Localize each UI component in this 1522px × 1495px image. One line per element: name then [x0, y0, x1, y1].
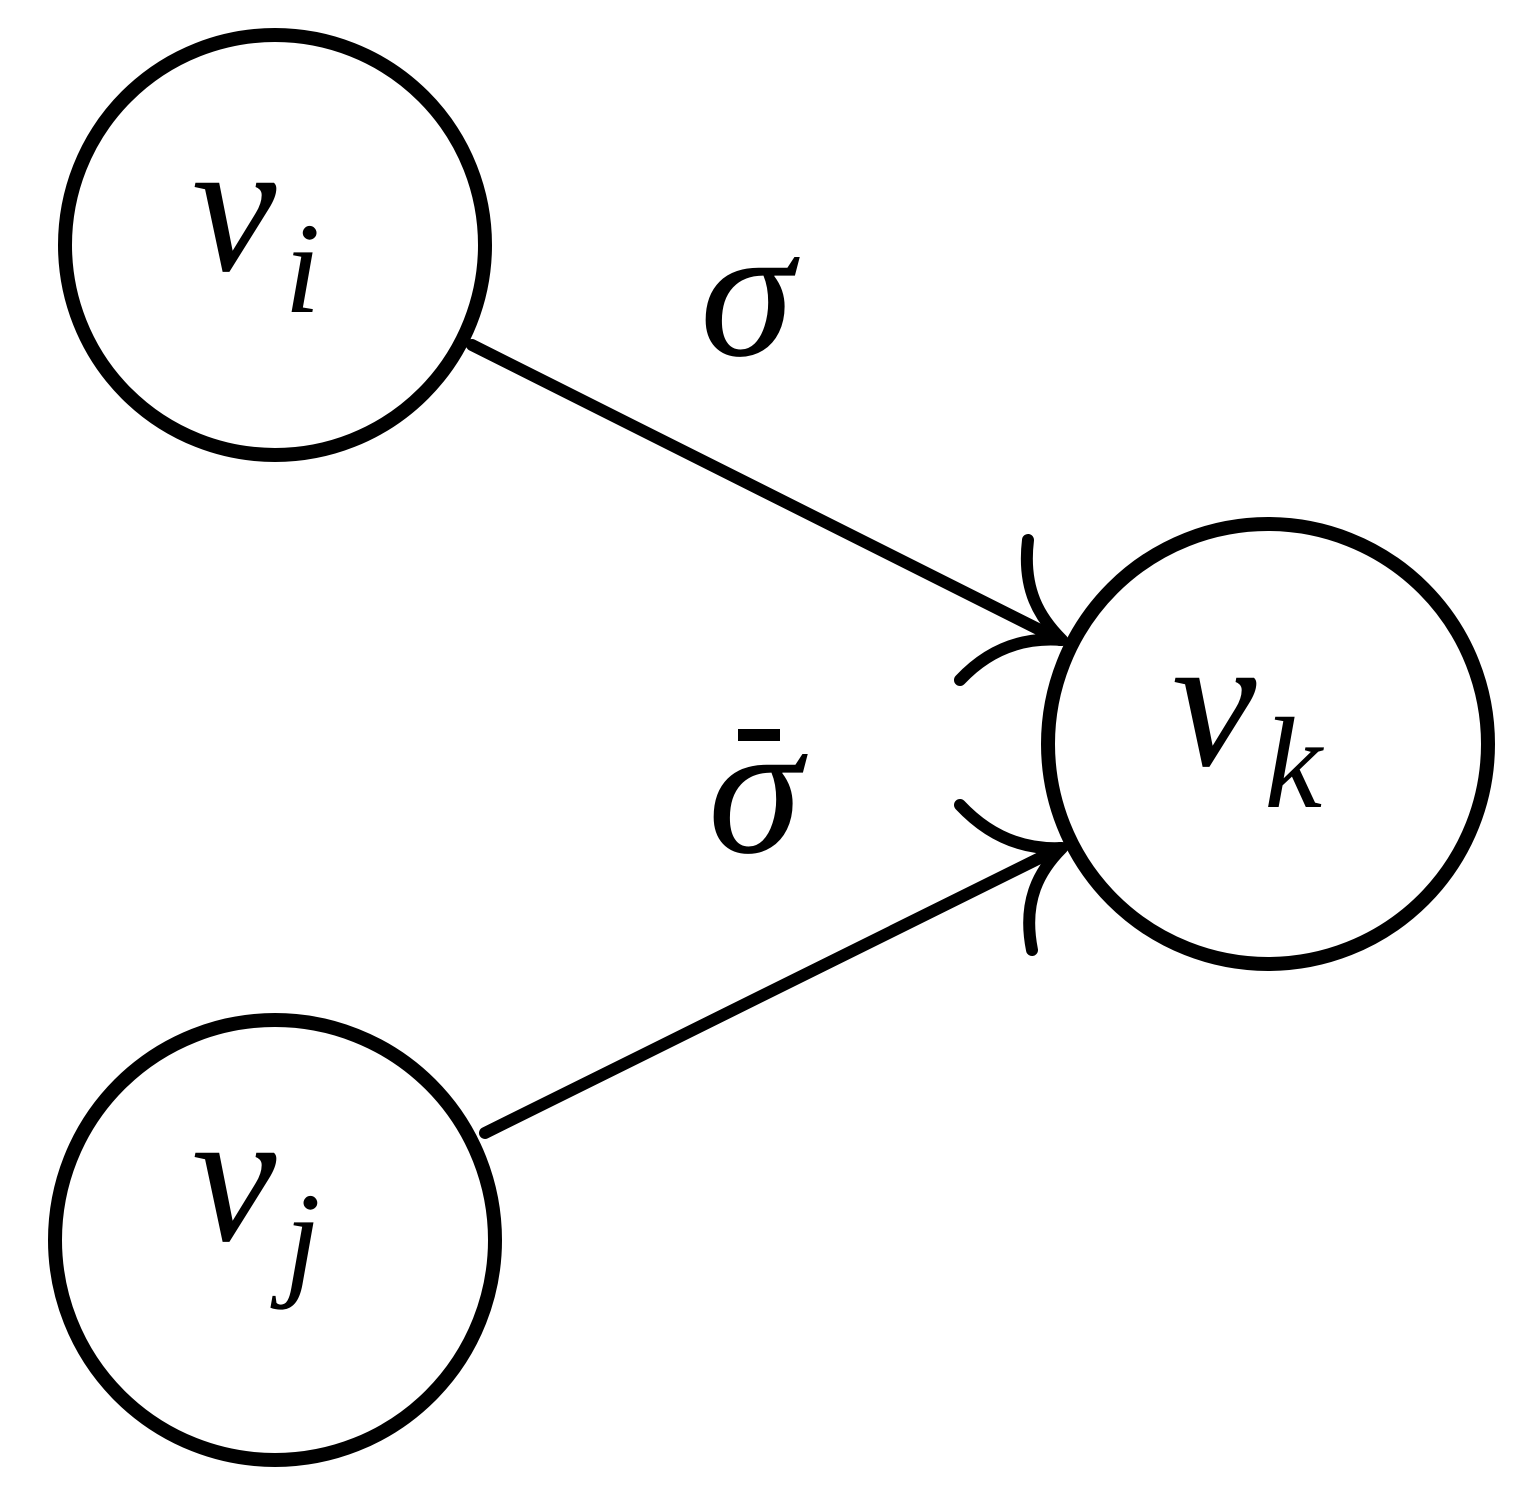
node-vk-subscript: k — [1264, 692, 1324, 836]
edge-upper-label: σ — [700, 187, 800, 397]
node-vk-label: vk — [1172, 597, 1324, 836]
edge-vi-to-vk — [466, 339, 1066, 646]
node-vk: vk — [1041, 517, 1495, 971]
node-vk-circle — [1041, 517, 1495, 971]
edge-lower-label: σ — [708, 684, 808, 894]
edge-lower-label-group: σ — [708, 684, 808, 894]
node-vi-symbol: v — [192, 102, 277, 312]
node-vj: vj — [48, 1013, 502, 1467]
node-vj-symbol: v — [192, 1072, 277, 1282]
node-vi-label: vi — [192, 102, 320, 341]
node-vi-circle — [58, 28, 492, 462]
edge-vj-to-vk — [479, 842, 1066, 1139]
node-vj-circle — [48, 1013, 502, 1467]
node-vi-subscript: i — [284, 197, 320, 341]
arrow-head-vj-to-vk — [954, 799, 1068, 956]
arrow-head-vi-to-vk — [954, 534, 1068, 686]
node-vk-symbol: v — [1172, 597, 1257, 807]
node-vi: vi — [58, 28, 492, 462]
